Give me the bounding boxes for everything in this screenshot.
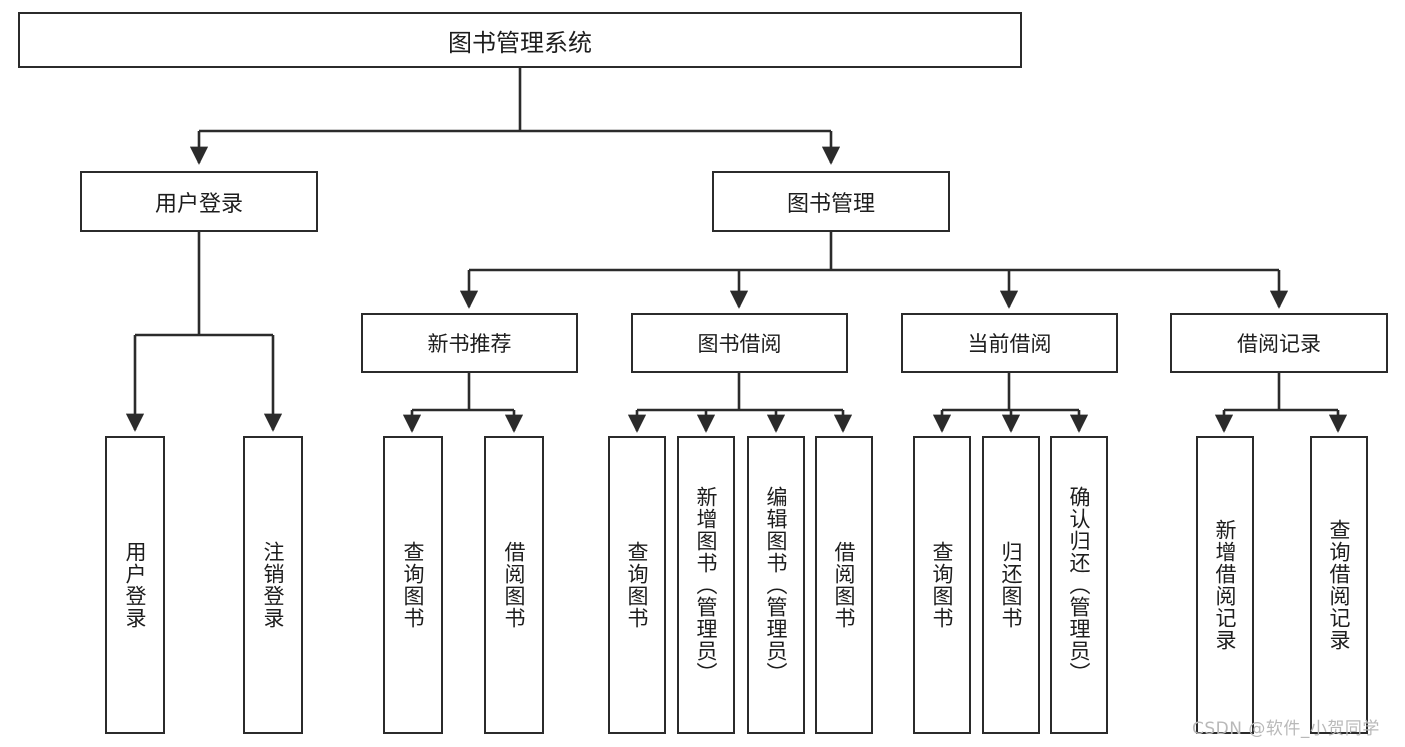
node-leaf-query-book-1[interactable]: 查询图书 <box>383 436 443 734</box>
node-label: 查询图书 <box>625 541 650 629</box>
node-leaf-query-book-3[interactable]: 查询图书 <box>913 436 971 734</box>
csdn-watermark: CSDN @软件_小贺同学 <box>1192 719 1380 739</box>
node-label: 图书管理 <box>786 191 875 217</box>
node-label: 借阅图书 <box>502 541 527 629</box>
node-label: 确认归还（管理员） <box>1067 486 1092 684</box>
node-leaf-query-book-2[interactable]: 查询图书 <box>608 436 666 734</box>
node-label: 图书管理系统 <box>448 28 592 57</box>
node-label: 借阅图书 <box>832 541 857 629</box>
node-label: 编辑图书（管理员） <box>764 486 789 684</box>
node-label: 当前借阅 <box>967 332 1052 356</box>
node-leaf-add-record[interactable]: 新增借阅记录 <box>1196 436 1254 734</box>
node-label: 归还图书 <box>999 541 1024 629</box>
node-leaf-borrow-book-2[interactable]: 借阅图书 <box>815 436 873 734</box>
node-book-borrow[interactable]: 图书借阅 <box>631 313 848 373</box>
node-new-book-recommend[interactable]: 新书推荐 <box>361 313 578 373</box>
node-leaf-user-login[interactable]: 用户登录 <box>105 436 165 734</box>
node-label: 图书借阅 <box>697 332 782 356</box>
node-leaf-confirm-return[interactable]: 确认归还（管理员） <box>1050 436 1108 734</box>
node-root-book-management-system[interactable]: 图书管理系统 <box>18 12 1022 68</box>
node-label: 用户登录 <box>154 191 243 217</box>
node-label: 查询借阅记录 <box>1327 519 1352 651</box>
node-label: 用户登录 <box>123 541 148 629</box>
node-leaf-edit-book[interactable]: 编辑图书（管理员） <box>747 436 805 734</box>
node-label: 新增图书（管理员） <box>694 486 719 684</box>
node-leaf-query-record[interactable]: 查询借阅记录 <box>1310 436 1368 734</box>
node-label: 查询图书 <box>401 541 426 629</box>
node-user-login[interactable]: 用户登录 <box>80 171 318 232</box>
node-label: 借阅记录 <box>1237 332 1321 356</box>
node-current-borrow[interactable]: 当前借阅 <box>901 313 1118 373</box>
node-borrow-record[interactable]: 借阅记录 <box>1170 313 1388 373</box>
node-label: 新书推荐 <box>427 332 512 356</box>
node-label: 新增借阅记录 <box>1213 519 1238 651</box>
node-leaf-return-book[interactable]: 归还图书 <box>982 436 1040 734</box>
node-leaf-add-book[interactable]: 新增图书（管理员） <box>677 436 735 734</box>
node-leaf-logout[interactable]: 注销登录 <box>243 436 303 734</box>
node-book-manage[interactable]: 图书管理 <box>712 171 950 232</box>
node-label: 查询图书 <box>930 541 955 629</box>
node-leaf-borrow-book-1[interactable]: 借阅图书 <box>484 436 544 734</box>
node-label: 注销登录 <box>261 541 286 629</box>
